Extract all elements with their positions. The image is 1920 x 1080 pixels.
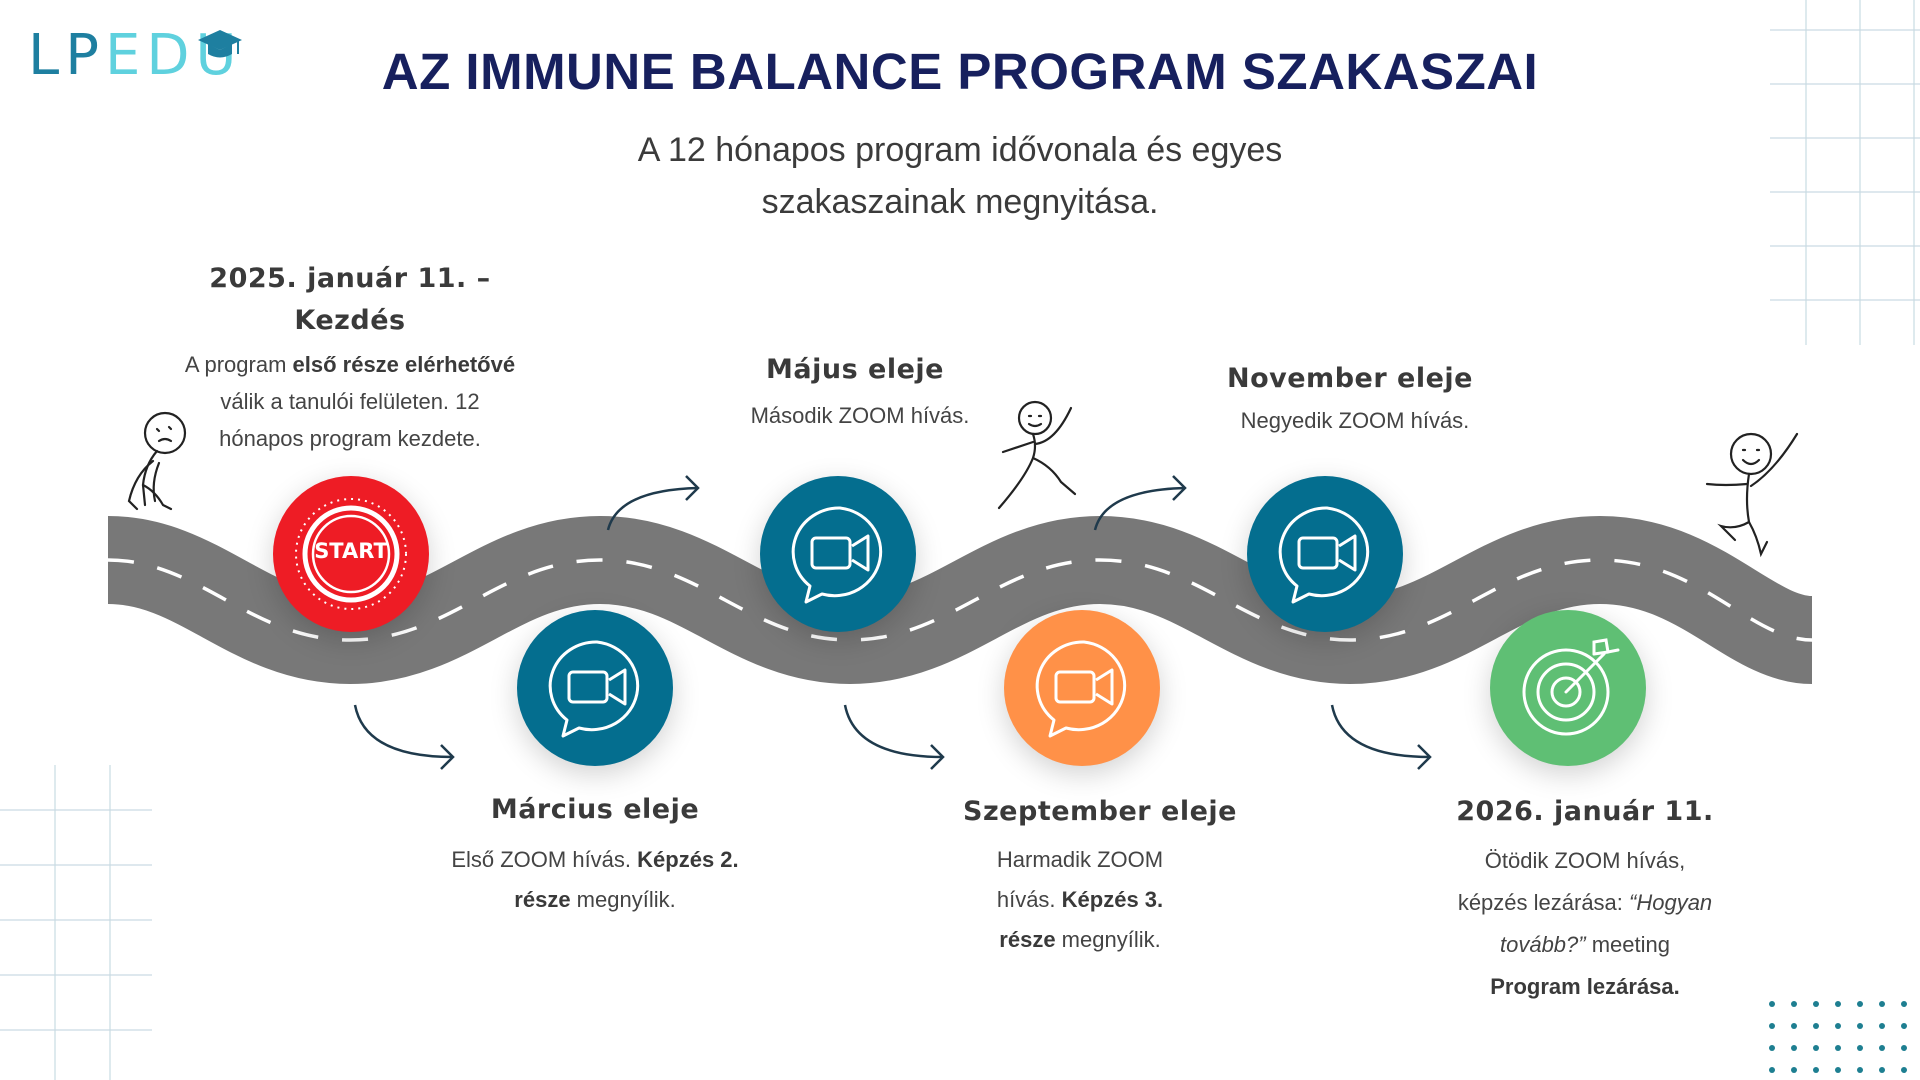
- milestone-march-label: Március eleje: [490, 794, 700, 825]
- milestone-end-circle: [1490, 610, 1646, 766]
- subtitle-line-2: szakaszainak megnyitása.: [761, 183, 1159, 221]
- start-date: 2025. január 11. –: [209, 263, 491, 294]
- start-icon: [295, 498, 407, 610]
- milestone-may-circle: [760, 476, 916, 632]
- video-call-icon: [1278, 506, 1370, 604]
- graduation-cap-icon: [198, 30, 242, 58]
- milestone-march-circle: [517, 610, 673, 766]
- curved-arrow-5: [1330, 704, 1432, 770]
- milestone-may-label: Május eleje: [766, 354, 944, 385]
- decorative-grid-bottom-left: [0, 765, 152, 1080]
- milestone-november-description: Negyedik ZOOM hívás.: [1240, 408, 1470, 433]
- lpedu-logo: LPEDU: [28, 26, 243, 86]
- winding-road: [106, 515, 1816, 685]
- start-badge-text: START: [314, 539, 388, 563]
- milestone-november-circle: [1247, 476, 1403, 632]
- page-subtitle: A 12 hónapos program idővonala és egyes …: [560, 124, 1360, 228]
- decorative-dots: [1769, 1001, 1907, 1073]
- stick-figure-jumping-icon: [1705, 432, 1799, 558]
- curved-arrow-2: [606, 475, 700, 531]
- subtitle-line-1: A 12 hónapos program idővonala és egyes: [637, 131, 1283, 169]
- decorative-grid-top-right: [1770, 0, 1920, 345]
- stick-figure-running-icon: [997, 400, 1077, 510]
- milestone-end-description: Ötödik ZOOM hívás, képzés lezárása: “Hog…: [1457, 848, 1713, 999]
- start-title: Kezdés: [294, 305, 406, 336]
- milestone-start-label: 2025. január 11. – Kezdés: [190, 258, 510, 342]
- video-call-icon: [1035, 640, 1127, 738]
- milestone-november-label: November eleje: [1227, 363, 1473, 394]
- video-call-icon: [548, 640, 640, 738]
- milestone-end-label: 2026. január 11.: [1456, 796, 1714, 827]
- target-icon: [1522, 638, 1620, 736]
- milestone-september-circle: [1004, 610, 1160, 766]
- milestone-may-description: Második ZOOM hívás.: [750, 403, 970, 428]
- video-call-icon: [791, 506, 883, 604]
- logo-text-lp: LP: [28, 23, 105, 88]
- milestone-start-description: A program első része elérhetővé válik a …: [184, 352, 516, 451]
- milestone-september-description: Harmadik ZOOM hívás. Képzés 3. része meg…: [996, 847, 1164, 952]
- curved-arrow-4: [1093, 475, 1187, 531]
- stick-figure-sitting-icon: [127, 411, 187, 511]
- milestone-start-circle: START: [273, 476, 429, 632]
- curved-arrow-1: [353, 704, 455, 770]
- milestone-september-label: Szeptember eleje: [963, 796, 1237, 827]
- curved-arrow-3: [843, 704, 945, 770]
- page-title: AZ IMMUNE BALANCE PROGRAM SZAKASZAI: [381, 43, 1539, 100]
- milestone-march-description: Első ZOOM hívás. Képzés 2. része megnyíl…: [451, 847, 739, 912]
